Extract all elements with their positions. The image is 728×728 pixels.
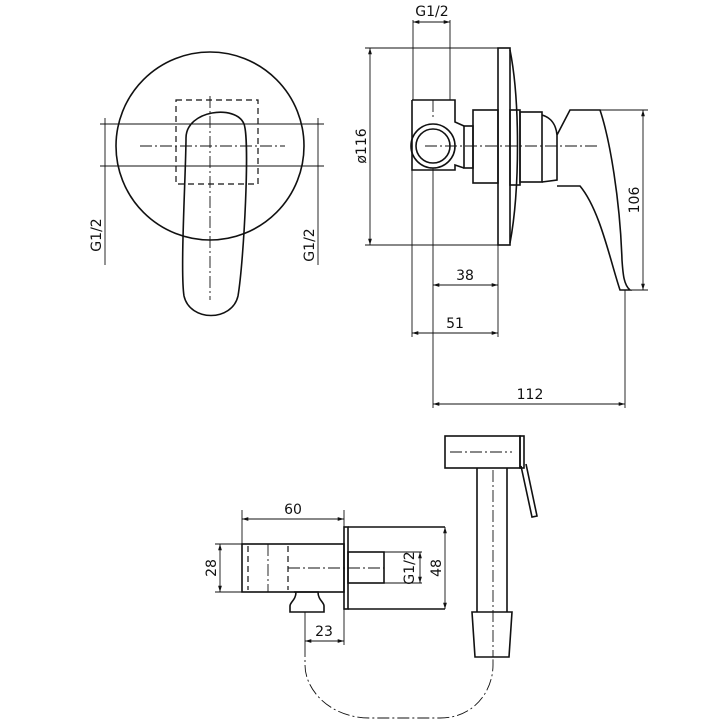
bidet-set-view: 60 28 G1/2 48 23 xyxy=(204,435,538,719)
dim-28-label: 28 xyxy=(204,559,220,577)
dim-51-label: 51 xyxy=(446,316,464,332)
front-thread-left-label: G1/2 xyxy=(89,218,105,251)
outlet-knob xyxy=(289,591,325,613)
sprayer-nozzle xyxy=(471,611,513,658)
hose xyxy=(304,645,494,719)
diameter-label: ø116 xyxy=(354,128,370,163)
dim-23-label: 23 xyxy=(315,624,333,640)
hidden-body xyxy=(175,99,259,185)
dim-38-label: 38 xyxy=(456,268,474,284)
front-thread-right-label: G1/2 xyxy=(302,228,318,261)
dim-48-label: 48 xyxy=(429,559,445,577)
front-view: G1/2 G1/2 xyxy=(89,51,324,317)
handle-lever xyxy=(181,111,248,317)
height-106-label: 106 xyxy=(627,187,643,214)
dim-112-label: 112 xyxy=(517,387,544,403)
bidet-thread-label: G1/2 xyxy=(402,551,418,584)
side-thread-label: G1/2 xyxy=(415,4,448,20)
dim-60-label: 60 xyxy=(284,502,302,518)
side-view: G1/2 ø116 106 38 51 112 xyxy=(354,4,648,408)
